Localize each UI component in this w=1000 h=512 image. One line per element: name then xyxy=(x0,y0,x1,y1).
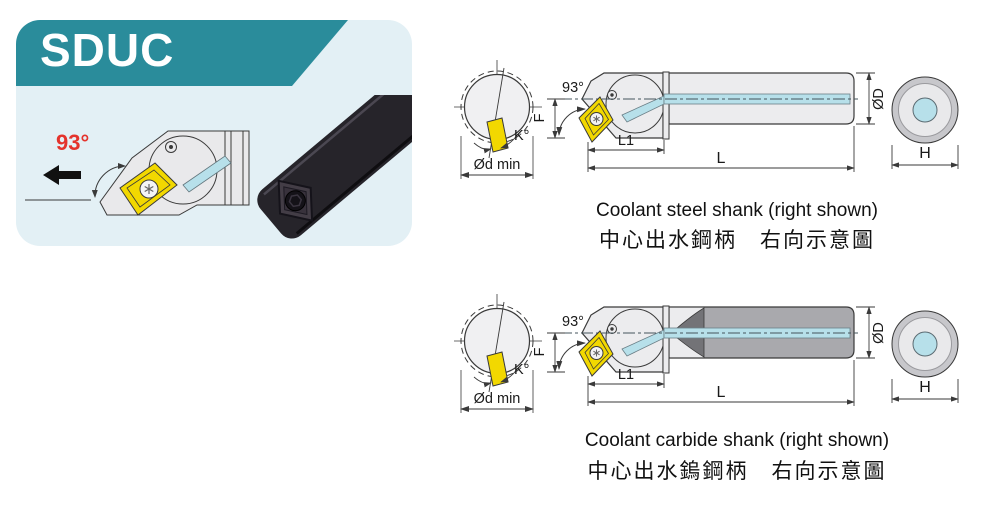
label-l1: L1 xyxy=(618,133,634,149)
label-od: ØD xyxy=(871,322,887,344)
label-dmin: Ød min xyxy=(474,391,521,407)
coolant-tube xyxy=(182,155,232,193)
label-l1: L1 xyxy=(618,367,634,383)
label-f: F xyxy=(532,113,548,122)
label-angle: 93° xyxy=(562,80,584,96)
angle-arc xyxy=(91,163,126,198)
label-angle: 93° xyxy=(562,314,584,330)
lead-angle-label: 93° xyxy=(56,130,90,155)
caption-steel-zh: 中心出水鋼柄 右向示意圖 xyxy=(599,229,875,252)
caption-carbide-zh: 中心出水鎢鋼柄 右向示意圖 xyxy=(587,460,887,483)
bore-end-view xyxy=(454,294,542,413)
coolant-bore xyxy=(912,331,938,357)
shank-end-view xyxy=(891,310,959,378)
shank-end-view xyxy=(891,76,959,144)
steel-shank-diagram: 93° F K° Ød min L1 L ØD H xyxy=(454,60,959,179)
dimensions xyxy=(547,72,959,172)
label-k: K° xyxy=(514,362,529,378)
coolant-bore xyxy=(912,97,938,123)
product-card: SDUC 93° xyxy=(16,20,412,246)
label-f: F xyxy=(532,347,548,356)
photo-bar-body xyxy=(257,95,412,239)
label-l: L xyxy=(717,150,726,167)
label-h: H xyxy=(919,145,931,162)
caption-carbide-en: Coolant carbide shank (right shown) xyxy=(584,430,890,451)
bore-end-view xyxy=(454,60,542,179)
caption-steel-en: Coolant steel shank (right shown) xyxy=(596,200,878,221)
label-k: K° xyxy=(514,128,529,144)
product-photo xyxy=(257,95,412,239)
angle-arc xyxy=(556,340,586,370)
bore-min-circle xyxy=(460,304,534,378)
feed-direction-arrow-icon xyxy=(43,165,81,185)
label-h: H xyxy=(919,379,931,396)
angle-arc xyxy=(556,106,586,136)
dimensions xyxy=(547,306,959,406)
side-view xyxy=(556,305,858,377)
carbide-shank-diagram: 93° F K° Ød min L1 L ØD H xyxy=(454,294,959,413)
banner-shape xyxy=(16,20,348,86)
bore-min-circle xyxy=(460,70,534,144)
product-title: SDUC xyxy=(40,24,175,76)
label-l: L xyxy=(717,384,726,401)
label-od: ØD xyxy=(871,88,887,110)
banner-polygon xyxy=(16,20,348,86)
side-view xyxy=(556,71,858,143)
toolholder-line-drawing xyxy=(25,130,250,216)
photo-insert-screw xyxy=(284,190,306,212)
collar xyxy=(662,305,670,374)
label-dmin: Ød min xyxy=(474,157,521,173)
collar xyxy=(662,71,670,140)
